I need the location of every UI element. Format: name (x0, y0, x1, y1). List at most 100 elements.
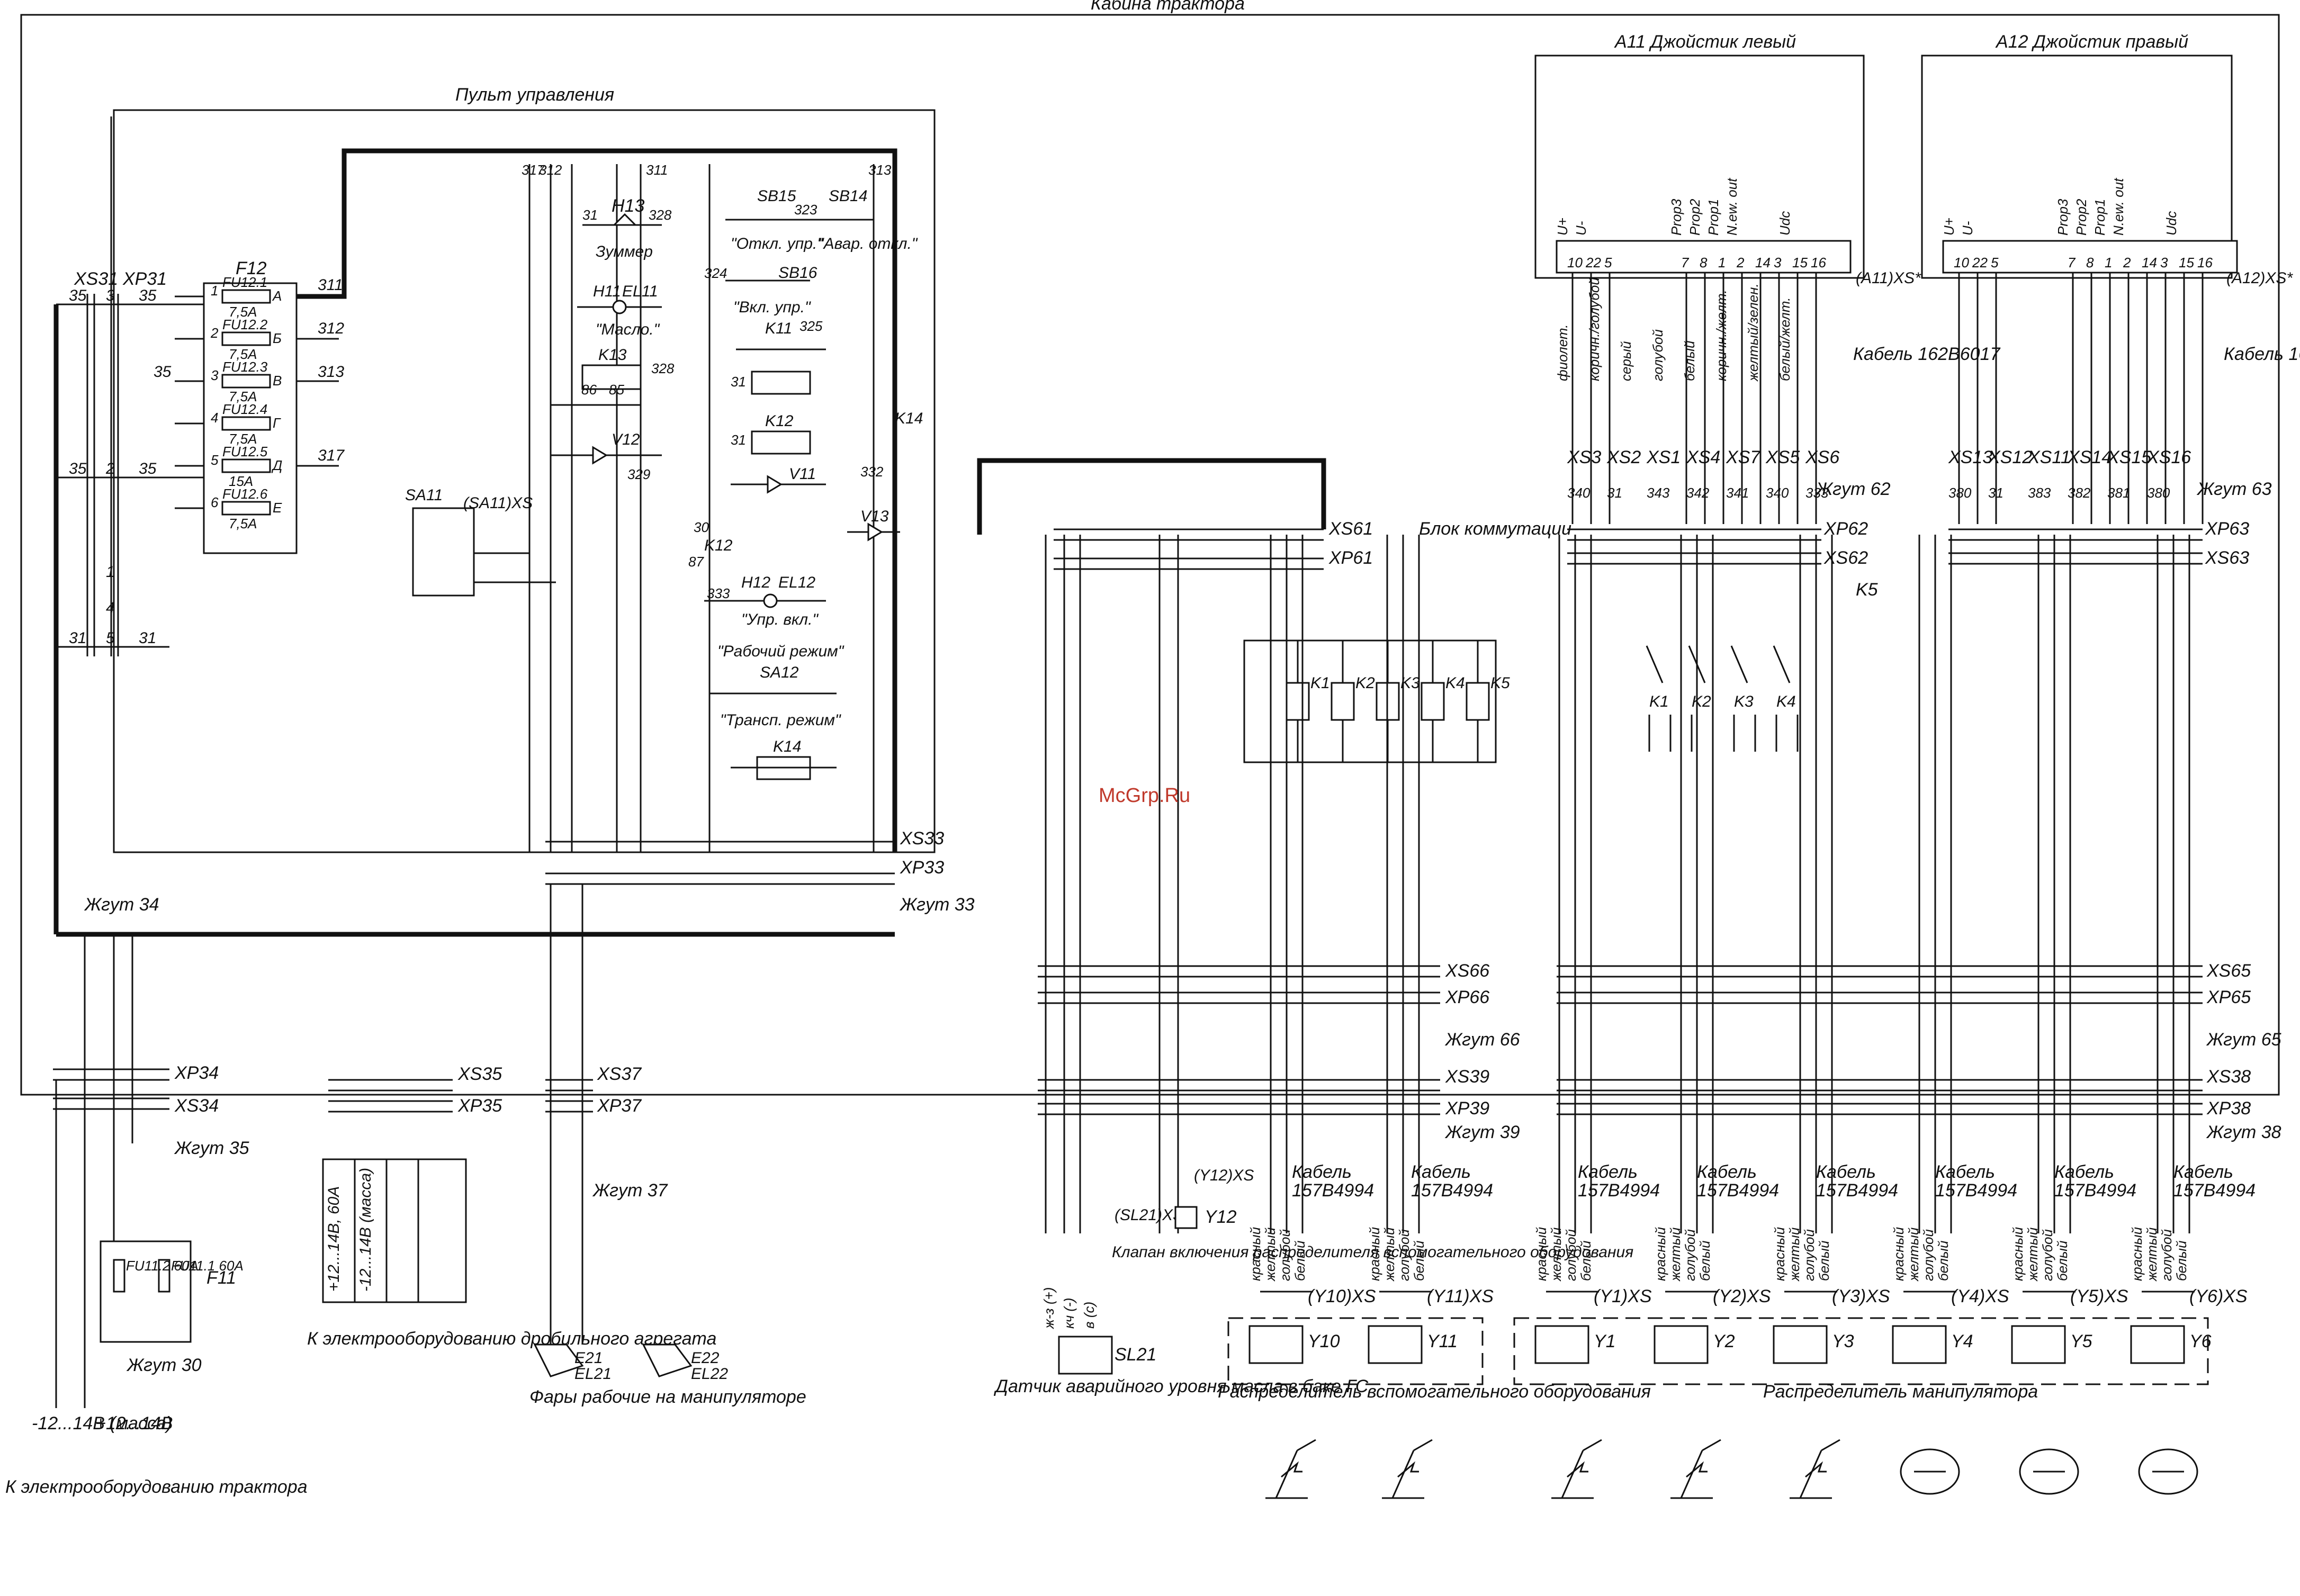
wire-color: белый (1682, 341, 1697, 381)
valve-wire-color: красный (1772, 1227, 1787, 1281)
joystick-xs-connector: XS1 (1646, 447, 1681, 467)
plus-label: +12...14В (95, 1413, 173, 1433)
valve-body (1248, 1325, 1304, 1364)
valve-wire-color: красный (1367, 1227, 1382, 1281)
joystick-signal: U- (1960, 221, 1975, 236)
cabin-label: Кабина трактора (1091, 0, 1245, 14)
v11-label: V11 (789, 465, 816, 483)
xs33-label: XS33 (900, 828, 944, 849)
work-lights: E21 EL21 E22 EL22 Фары рабочие на манипу… (529, 1313, 806, 1407)
valve-wire-color: белый (1697, 1241, 1713, 1281)
function-symbol-icon (1790, 1439, 1840, 1499)
joystick-pin: 7 (2068, 255, 2076, 270)
function-symbol-icon (1551, 1439, 1602, 1499)
valve-body (1773, 1325, 1828, 1364)
relay-label: K5 (1490, 674, 1510, 692)
console-label: Пульт управления (455, 85, 614, 105)
joystick-signal: Prop3 (1668, 199, 1684, 236)
relay-label: K2 (1355, 674, 1375, 692)
y12-label: Y12 (1205, 1207, 1237, 1227)
valve-wire-color: красный (2010, 1227, 2026, 1281)
fuse-rating: 15А (229, 473, 253, 489)
valve-wire-color: голубой (1682, 1229, 1698, 1281)
svg-text:2: 2 (105, 460, 115, 477)
valve-body (2011, 1325, 2066, 1364)
e22-label: E22 (691, 1349, 720, 1367)
fuse-index: 4 (211, 410, 218, 426)
valve-cable: Кабель (2173, 1162, 2233, 1182)
joystick-xs-connector: XS2 (1606, 447, 1641, 467)
y12-valve: (Y12)XS Y12 Клапан включения распределит… (1112, 1167, 1633, 1261)
wire-color: желтый/зелен. (1745, 283, 1761, 382)
joystick-left-xs: (A11)XS* (1856, 269, 1921, 287)
relay-label: K1 (1649, 693, 1669, 710)
svg-text:313: 313 (868, 162, 892, 178)
valve-wire-color: желтый (1381, 1228, 1397, 1282)
svg-text:317: 317 (522, 162, 545, 178)
valve-id: Y4 (1951, 1331, 1973, 1351)
wire-color: коричн./желт. (1713, 290, 1729, 381)
h34-label: Жгут 34 (84, 895, 159, 915)
h37-label: Жгут 37 (592, 1180, 668, 1201)
svg-text:31: 31 (731, 374, 746, 390)
pwr1-label: +12...14В, 60А (325, 1186, 343, 1292)
xp65-label: XP65 (2206, 987, 2251, 1007)
joystick-xs-connector: XS11 (2027, 447, 2071, 467)
joystick-pin: 8 (1700, 255, 1708, 270)
watermark: McGrp.Ru (1099, 785, 1190, 807)
joystick-wire: 341 (1726, 485, 1749, 501)
valve-wire-color: желтый (1262, 1228, 1278, 1282)
valve-wire-color: белый (2173, 1241, 2189, 1281)
joystick-pin: 7 (1681, 255, 1690, 270)
valve-wire-color: белый (1578, 1241, 1594, 1281)
xp66-label: XP66 (1445, 987, 1489, 1007)
joystick-wire: 383 (2028, 485, 2051, 501)
v12-label: V12 (612, 431, 640, 448)
svg-text:332: 332 (860, 464, 884, 480)
valve-wire-color: голубой (1920, 1229, 1936, 1281)
fuse-index: 1 (211, 283, 218, 299)
sensor-wire-color: кч (-) (1061, 1298, 1077, 1329)
joystick-wire: 340 (1766, 485, 1789, 501)
fuse-index: 2 (210, 325, 219, 341)
xp35-label: XP35 (457, 1096, 502, 1116)
fuse-block-f12: F12 FU12.17,5АА1FU12.27,5АБ2FU12.37,5АВ3… (175, 258, 298, 554)
svg-text:324: 324 (704, 265, 727, 281)
svg-text:333: 333 (707, 585, 730, 601)
h30-label: Жгут 30 (126, 1355, 202, 1375)
svg-text:35: 35 (139, 287, 157, 304)
minus-label: -12...14В (масса) (32, 1413, 172, 1433)
joystick-wire: 380 (2147, 485, 2170, 501)
svg-text:35: 35 (69, 460, 87, 477)
svg-text:31: 31 (582, 207, 598, 223)
joystick-signal: U- (1573, 221, 1589, 236)
valve-cable-code: 157В4994 (1292, 1180, 1374, 1201)
xs61-label: XS61 (1328, 519, 1373, 539)
svg-text:31: 31 (69, 629, 86, 647)
relay-label: K3 (1734, 693, 1754, 710)
joystick-pin: 22 (1972, 255, 1988, 270)
joystick-left-cable: Кабель 162В6017 (1853, 344, 2000, 364)
aux-distributor-frame (1227, 1317, 1484, 1385)
joystick-signal: U+ (1555, 218, 1570, 236)
fuse-name: FU12.4 (222, 401, 267, 417)
joystick-signal: N.ew. out (1724, 177, 1740, 236)
el12-label: EL12 (778, 574, 815, 591)
joystick-wire: 333 (1805, 485, 1829, 501)
joystick-pin: 16 (2197, 255, 2213, 270)
sb14-text: "Авар. откл." (818, 235, 918, 253)
valve-wire-color: голубой (2040, 1229, 2055, 1281)
joystick-pin: 10 (1567, 255, 1583, 270)
fuse-2 (221, 331, 271, 346)
valve-id: Y1 (1594, 1331, 1616, 1351)
xp34-label: XP34 (174, 1063, 219, 1083)
valve-xs: (Y5)XS (2070, 1286, 2128, 1306)
xp63-label: XP63 (2205, 519, 2249, 539)
joystick-pin: 22 (1585, 255, 1601, 270)
k11-label: K11 (765, 320, 792, 337)
joystick-pin: 15 (2179, 255, 2194, 270)
svg-text:85: 85 (609, 382, 624, 398)
sb16-label: SB16 (778, 264, 817, 282)
k12-label: K12 (765, 412, 794, 430)
